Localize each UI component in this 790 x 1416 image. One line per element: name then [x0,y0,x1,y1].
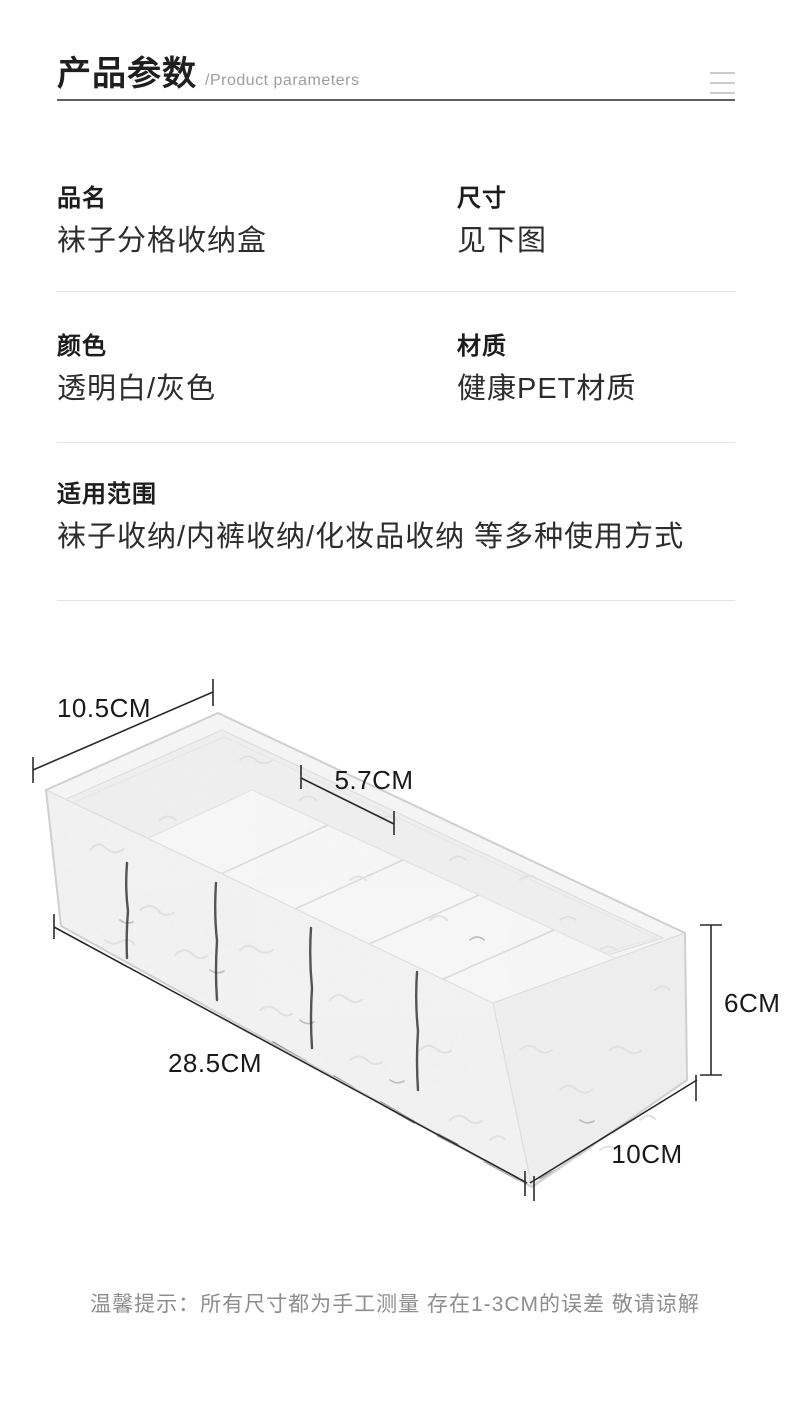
dim-label-compartment: 5.7CM [334,765,413,795]
dim-label-height: 6CM [724,988,780,1018]
spec-size: 尺寸 见下图 [457,184,547,258]
spec-label: 品名 [57,185,107,212]
dimension-annotations: 10.5CM 5.7CM 28.5CM 6CM [32,679,780,1201]
spec-value: 袜子分格收纳盒 [57,225,268,257]
dimension-length: 28.5CM [53,914,535,1201]
divider [57,291,735,292]
page-subtitle: /Product parameters [205,72,360,89]
spec-value: 透明白/灰色 [57,373,217,405]
spec-material: 材质 健康PET材质 [457,332,636,406]
dim-label-depth: 10CM [611,1139,682,1169]
spec-value: 见下图 [457,225,548,257]
measurement-disclaimer: 温馨提示：所有尺寸都为手工测量 存在1-3CM的误差 敬请谅解 [90,1293,700,1316]
spec-label: 颜色 [57,333,107,360]
divider [57,600,735,601]
spec-usage-scope: 适用范围 袜子收纳/内裤收纳/化妆品收纳 等多种使用方式 [57,480,684,554]
dim-label-end-width: 10.5CM [57,693,151,723]
spec-label: 材质 [457,333,507,360]
header: 产品参数 /Product parameters [57,52,735,101]
divider-streaks [125,861,420,1092]
dimension-depth: 10CM [529,1075,698,1184]
spec-value: 袜子收纳/内裤收纳/化妆品收纳 等多种使用方式 [57,521,685,553]
spec-label: 适用范围 [57,481,157,508]
ripple-texture [89,755,671,1151]
dimension-end-width: 10.5CM [32,679,214,783]
three-lines-icon [710,72,735,102]
page-title: 产品参数 [57,55,197,93]
spec-product-name: 品名 袜子分格收纳盒 [57,184,267,258]
spec-color: 颜色 透明白/灰色 [57,332,216,406]
dimension-compartment: 5.7CM [300,765,413,835]
product-illustration: 10.5CM 5.7CM 28.5CM 6CM [32,679,780,1201]
spec-value: 健康PET材质 [457,373,637,405]
spec-label: 尺寸 [457,185,507,212]
dimension-height: 6CM [700,924,780,1076]
divider [57,442,735,443]
dim-label-length: 28.5CM [168,1048,262,1078]
